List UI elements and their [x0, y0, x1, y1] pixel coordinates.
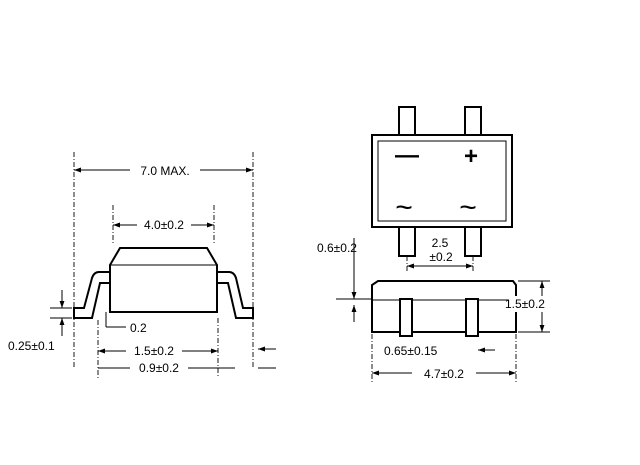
dim-label-bg	[130, 162, 200, 178]
height-label: 1.5±0.2	[505, 297, 545, 311]
lead-thickness-label: 0.25±0.1	[8, 339, 55, 353]
dim-label-bg	[508, 296, 566, 312]
plus-symbol: +	[464, 143, 478, 170]
pitch-tolerance-label: ±0.2	[429, 250, 453, 264]
dim-label-bg	[130, 360, 188, 376]
body-length-label: 4.7±0.2	[424, 367, 464, 381]
lead-foot-label: 0.65±0.15	[384, 344, 438, 358]
front-body-outline	[371, 280, 517, 333]
minus-symbol: —	[395, 142, 419, 169]
side-body-outline	[109, 247, 218, 313]
top-lead-plus	[464, 106, 482, 138]
dim-label-bg	[382, 341, 462, 357]
body-width-label: 4.0±0.2	[144, 218, 184, 232]
ac-symbol-left: ~	[395, 191, 413, 224]
bottom-lead-ac-left	[398, 225, 416, 257]
ac-symbol-right: ~	[459, 191, 477, 224]
front-lead-right	[465, 298, 479, 337]
dim-label-bg	[137, 215, 191, 231]
top-view: — + ~ ~ 2.5 ±0.2	[371, 106, 513, 272]
top-body-inner-outline	[377, 140, 507, 222]
foot-length-label: 0.9±0.2	[139, 361, 179, 375]
standoff-label: 0.2	[130, 321, 147, 335]
dim-label-bg	[126, 343, 182, 359]
overall-width-label: 7.0 MAX.	[140, 164, 189, 178]
front-lead-left	[399, 298, 413, 337]
lead-span-label: 1.5±0.2	[134, 344, 174, 358]
lead-width-label: 0.6±0.2	[317, 241, 357, 255]
dim-label-bg	[412, 365, 476, 381]
top-body-outline	[371, 134, 513, 228]
side-view: 7.0 MAX. 4.0±0.2 0.25±0.1 0.2 1.5±0.2 0.…	[8, 152, 276, 378]
pitch-value-label: 2.5	[432, 236, 449, 250]
top-lead-minus	[398, 106, 416, 138]
front-view: 0.6±0.2 1.5±0.2 0.65±0.15 4.7±0.2	[317, 238, 566, 382]
left-lead	[73, 271, 110, 319]
right-lead	[217, 271, 254, 319]
bottom-lead-ac-right	[464, 225, 482, 257]
